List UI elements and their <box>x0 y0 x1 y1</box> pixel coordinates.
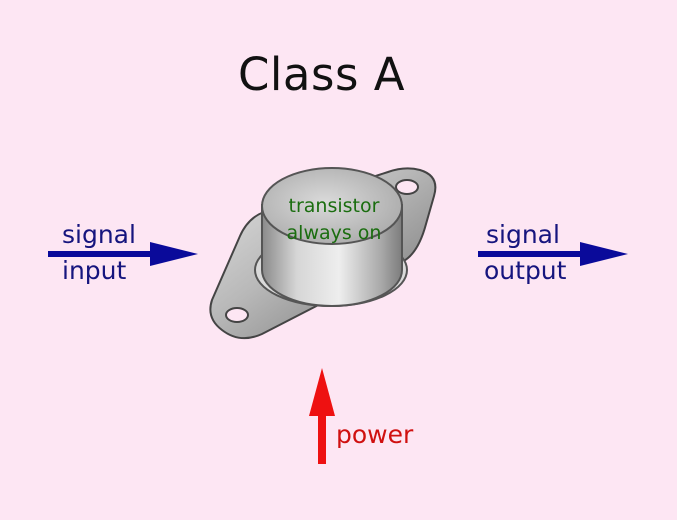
page-title: Class A <box>238 48 405 101</box>
mounting-hole-right <box>395 179 419 195</box>
signal-output-label-line2: output <box>484 256 567 285</box>
mounting-hole-left <box>225 307 249 323</box>
signal-output-label-line1: signal <box>486 220 560 249</box>
transistor-label-line1: transistor <box>288 195 380 217</box>
power-label: power <box>336 420 414 449</box>
power-arrow <box>309 368 335 464</box>
transistor-body <box>254 167 408 307</box>
signal-input-arrow <box>48 242 198 266</box>
signal-input-label-line2: input <box>62 256 127 285</box>
signal-output-arrow <box>478 242 628 266</box>
transistor-label-line2: always on <box>286 222 382 244</box>
signal-input-label-line1: signal <box>62 220 136 249</box>
